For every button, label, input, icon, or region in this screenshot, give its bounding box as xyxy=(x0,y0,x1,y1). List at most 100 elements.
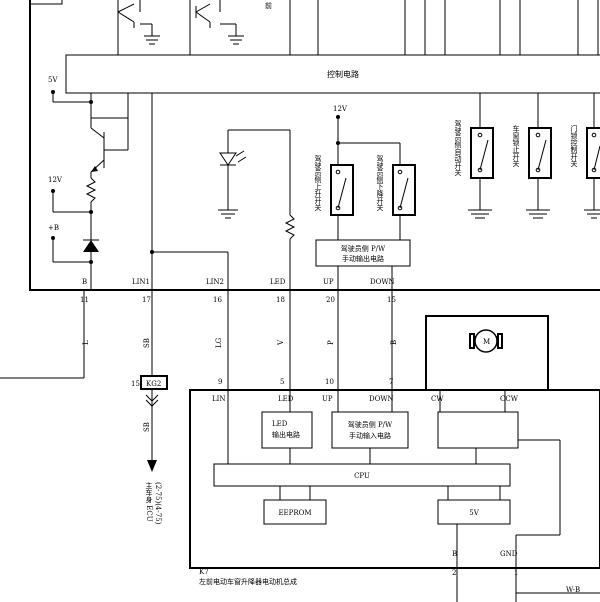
connector-kg2: 15 KG2 SB 主车身 ECU (2-75)(4-75) xyxy=(131,375,168,525)
k7-pin-led-number: 5 xyxy=(280,378,284,386)
svg-text:B: B xyxy=(82,278,87,286)
top-pin-down: DOWN 15 B xyxy=(370,278,398,390)
svg-text:B: B xyxy=(390,340,398,345)
ground-ref-label: W-B xyxy=(566,586,580,594)
manual-output-label-2: 手动输出电路 xyxy=(342,254,384,263)
k7-pin-up-name: UP xyxy=(322,395,333,403)
cpu-label: CPU xyxy=(354,472,370,480)
k7-pin-gnd-name: GND xyxy=(500,550,518,558)
connector-id: KG2 xyxy=(146,380,161,388)
k7-pin-led-name: LED xyxy=(278,395,294,403)
top-pin-up: UP 20 P xyxy=(323,278,339,390)
k7-pin-cw-name: CW xyxy=(431,395,444,403)
switch-lock-symbol xyxy=(526,93,552,219)
top-transistor-1 xyxy=(117,0,160,55)
svg-text:LIN1: LIN1 xyxy=(132,278,150,286)
partial-box xyxy=(30,0,63,5)
svg-text:16: 16 xyxy=(213,296,222,304)
master-switch-frame xyxy=(29,0,600,291)
motor-symbol: M xyxy=(425,315,549,412)
regulator-box xyxy=(437,499,511,525)
top-pin-led: LED 18 V xyxy=(270,278,291,390)
switch-down-symbol xyxy=(392,164,416,240)
switch-down-label: 驾驶员侧下降开关 xyxy=(376,154,384,212)
switch-up-label: 驾驶员侧上升开关 xyxy=(314,154,322,212)
svg-text:LED: LED xyxy=(270,278,286,286)
switch-door-symbol xyxy=(584,93,600,219)
switch-door-label: 门锁控制开关 xyxy=(570,124,578,168)
top-signal-lines xyxy=(289,0,599,55)
supply-12v-left-label: 12V xyxy=(48,176,63,184)
motor-driver-box xyxy=(437,411,519,449)
switch-auto-label: 驾驶员侧自动开关 xyxy=(454,119,462,177)
svg-text:V: V xyxy=(277,339,285,346)
connector-pin: 15 xyxy=(131,380,140,388)
control-circuit-label: 控制电路 xyxy=(327,69,359,79)
svg-text:17: 17 xyxy=(142,296,151,304)
led-output-label-2: 输出电路 xyxy=(272,430,300,439)
top-transistor-2 xyxy=(189,0,244,55)
switch-auto-symbol xyxy=(468,93,494,219)
connector-box xyxy=(140,375,168,390)
svg-text:15: 15 xyxy=(387,296,396,304)
led-output-label-1: LED xyxy=(272,420,288,428)
svg-text:L: L xyxy=(82,340,90,345)
top-pin-b: B 11 L xyxy=(0,278,90,379)
k7-pin-b-name: B xyxy=(452,550,457,558)
ecu-target-line1: 主车身 ECU xyxy=(145,481,153,522)
k7-code: K7 xyxy=(199,568,209,576)
supply-5v-wiring xyxy=(51,90,129,128)
eeprom-box xyxy=(263,499,327,525)
svg-text:20: 20 xyxy=(326,296,335,304)
ecu-target-line2: (2-75)(4-75) xyxy=(154,482,162,525)
k7-pin-down-name: DOWN xyxy=(369,395,394,403)
k7-pin-lin-number: 9 xyxy=(218,378,222,386)
svg-text:SB: SB xyxy=(143,338,151,348)
svg-text:LIN2: LIN2 xyxy=(206,278,224,286)
k7-title: 左前电动车窗升降器电动机总成 xyxy=(199,577,297,586)
led-output-box xyxy=(261,411,313,449)
manual-output-label-1: 驾驶员侧 P/W xyxy=(341,244,386,253)
top-pin-lin2: LIN2 16 LG xyxy=(206,278,229,390)
svg-text:P: P xyxy=(327,340,335,345)
control-circuit-box xyxy=(65,54,600,94)
k7-pin-up-number: 10 xyxy=(325,378,334,386)
driver-transistor xyxy=(90,118,129,173)
manual-input-label-1: 驾驶员侧 P/W xyxy=(348,420,393,429)
manual-output-box xyxy=(315,239,411,267)
switch-lock-label: 车窗锁止开关 xyxy=(512,124,520,168)
ecu-arrow xyxy=(147,460,157,472)
manual-input-label-2: 手动输入电路 xyxy=(349,431,391,440)
bias-resistor xyxy=(85,172,97,212)
motor-label: M xyxy=(483,338,490,346)
svg-text:18: 18 xyxy=(276,296,285,304)
k7-pin-ccw-name: CCW xyxy=(500,395,519,403)
truncated-label: 前 xyxy=(265,1,272,10)
k7-internal-wiring xyxy=(227,390,600,602)
supply-plus-b-label: +B xyxy=(48,224,59,232)
supply-5v-label: 5V xyxy=(48,76,58,84)
k7-frame xyxy=(189,389,600,569)
svg-text:UP: UP xyxy=(323,278,334,286)
supply-12v-switch-label: 12V xyxy=(333,105,348,113)
lin1-wiring xyxy=(150,93,229,290)
supply-12v-left-wiring xyxy=(51,189,93,240)
eeprom-label: EEPROM xyxy=(278,509,311,517)
svg-text:DOWN: DOWN xyxy=(370,278,395,286)
k7-pin-gnd-number: 1 xyxy=(514,569,518,577)
up-down-switch-supply xyxy=(336,115,401,165)
top-pin-lin1: LIN1 17 SB xyxy=(132,278,153,376)
k7-pin-down-number: 7 xyxy=(389,378,393,386)
manual-input-box xyxy=(331,411,409,449)
master-switch-unit: 前 控制电路 5V xyxy=(29,0,600,291)
svg-text:LG: LG xyxy=(215,337,223,348)
ecu-wire-color: SB xyxy=(143,422,151,432)
switch-up-symbol xyxy=(330,164,354,240)
led-indicator xyxy=(218,129,296,290)
k7-pin-b-number: 2 xyxy=(452,569,456,577)
cpu-box xyxy=(213,463,511,487)
regulator-label: 5V xyxy=(469,509,479,517)
k7-motor-assembly: K7 左前电动车窗升降器电动机总成 9 5 10 7 LIN LED UP DO… xyxy=(189,315,600,602)
k7-pin-lin-name: LIN xyxy=(212,395,226,403)
